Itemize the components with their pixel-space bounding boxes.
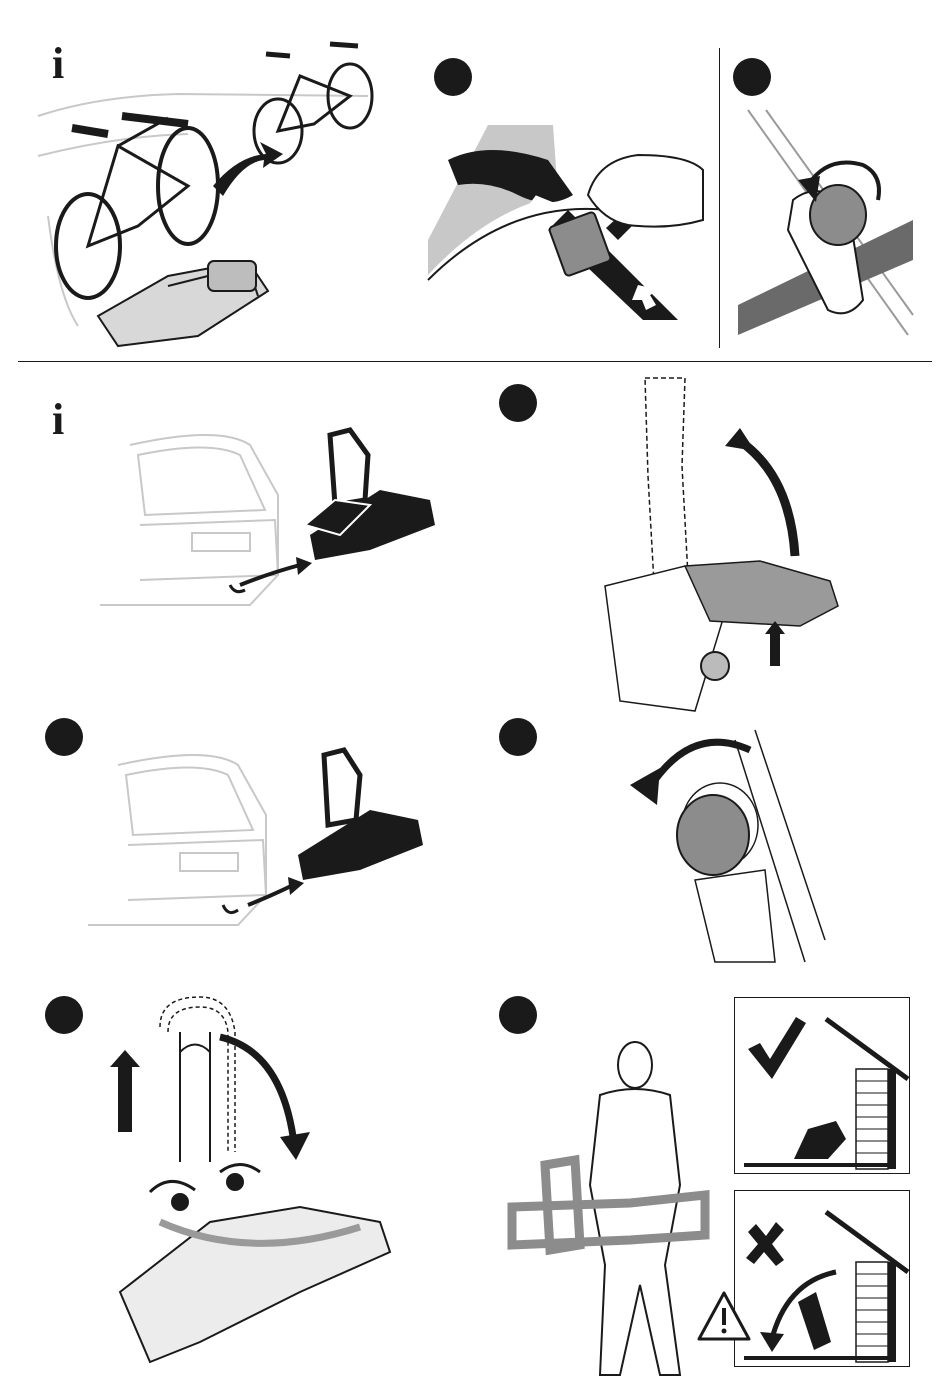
divider-top-vertical xyxy=(719,48,720,348)
car-with-folded-carrier xyxy=(100,425,440,615)
correct-storage-illustration xyxy=(736,999,908,1172)
step-marker-1 xyxy=(434,58,472,96)
knob-tightening-illustration xyxy=(625,730,835,962)
mounted-carrier-top xyxy=(298,750,423,880)
step-marker-7 xyxy=(499,996,537,1034)
load-arrow xyxy=(213,142,283,196)
warning-triangle-icon xyxy=(696,1290,752,1342)
step-marker-4 xyxy=(45,718,83,756)
strap-tightening-illustration xyxy=(428,100,708,325)
car-with-carrier-mounted xyxy=(88,745,428,940)
cross-icon xyxy=(746,1222,784,1266)
incorrect-storage-illustration xyxy=(736,1192,908,1365)
carrier-tilt-illustration xyxy=(100,992,430,1370)
bike-loading-illustration xyxy=(38,36,388,356)
loose-bike xyxy=(254,44,372,163)
folded-carrier-top xyxy=(305,430,435,560)
step-marker-2 xyxy=(733,58,771,96)
lever-release-illustration xyxy=(600,376,850,711)
person-carrying-carrier xyxy=(500,1035,720,1380)
step-marker-5 xyxy=(499,718,537,756)
carrier-platform xyxy=(98,261,268,346)
info-icon-middle: i xyxy=(52,398,64,442)
step-marker-3 xyxy=(499,384,537,422)
step-marker-6 xyxy=(45,996,83,1034)
divider-horizontal xyxy=(18,361,932,362)
check-icon xyxy=(748,1017,806,1079)
clamp-knob-illustration xyxy=(738,110,913,335)
